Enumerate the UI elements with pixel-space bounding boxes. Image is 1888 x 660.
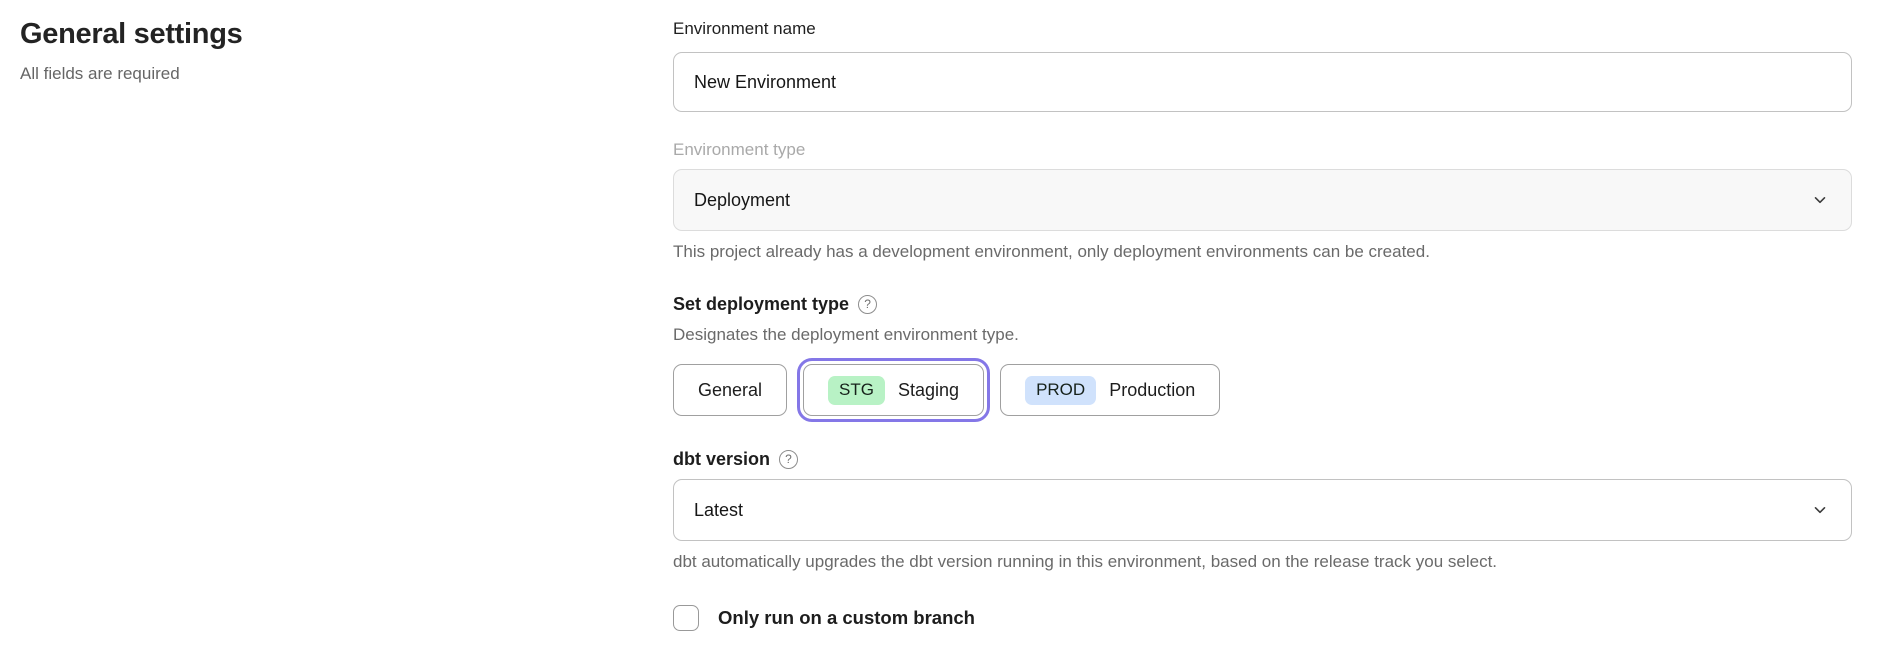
deployment-type-label-text: Set deployment type <box>673 294 850 314</box>
dbt-version-label-text: dbt version <box>673 449 771 469</box>
custom-branch-row: Only run on a custom branch <box>673 605 1852 631</box>
custom-branch-checkbox[interactable] <box>673 605 699 631</box>
stg-badge: STG <box>828 375 885 405</box>
dbt-version-select[interactable]: Latest <box>673 479 1852 541</box>
deployment-type-general-button[interactable]: General <box>673 364 788 416</box>
deployment-type-production-button[interactable]: PROD Production <box>1000 364 1221 416</box>
dbt-version-helper: dbt automatically upgrades the dbt versi… <box>673 552 1498 571</box>
custom-branch-label[interactable]: Only run on a custom branch <box>718 607 975 628</box>
chevron-down-icon <box>1811 191 1829 209</box>
environment-type-value: Deployment <box>694 189 791 210</box>
chevron-down-icon <box>1811 501 1829 519</box>
environment-type-select[interactable]: Deployment <box>673 169 1852 231</box>
deployment-type-section-label: Set deployment type ? <box>673 293 1852 315</box>
dbt-version-value: Latest <box>694 499 744 520</box>
question-circle-icon[interactable]: ? <box>858 294 878 314</box>
deployment-type-helper: Designates the deployment environment ty… <box>673 325 1019 344</box>
deployment-type-staging-label: Staging <box>898 379 960 400</box>
environment-name-input[interactable] <box>673 52 1852 112</box>
deployment-type-staging-button[interactable]: STG Staging <box>797 358 991 422</box>
environment-type-label: Environment type <box>673 140 806 159</box>
environment-form: Environment name Environment type Deploy… <box>673 18 1852 631</box>
environment-type-helper: This project already has a development e… <box>673 242 1430 261</box>
environment-name-label: Environment name <box>673 19 816 38</box>
deployment-type-general-label: General <box>698 379 763 400</box>
page-title: General settings <box>20 18 243 50</box>
page-subtitle: All fields are required <box>20 64 180 84</box>
dbt-version-section-label: dbt version ? <box>673 448 1852 470</box>
question-circle-icon[interactable]: ? <box>779 449 799 469</box>
prod-badge: PROD <box>1025 375 1097 405</box>
deployment-type-button-group: General STG Staging PROD Production <box>673 358 1852 422</box>
settings-header: General settings All fields are required <box>20 16 620 84</box>
deployment-type-production-label: Production <box>1109 379 1196 400</box>
